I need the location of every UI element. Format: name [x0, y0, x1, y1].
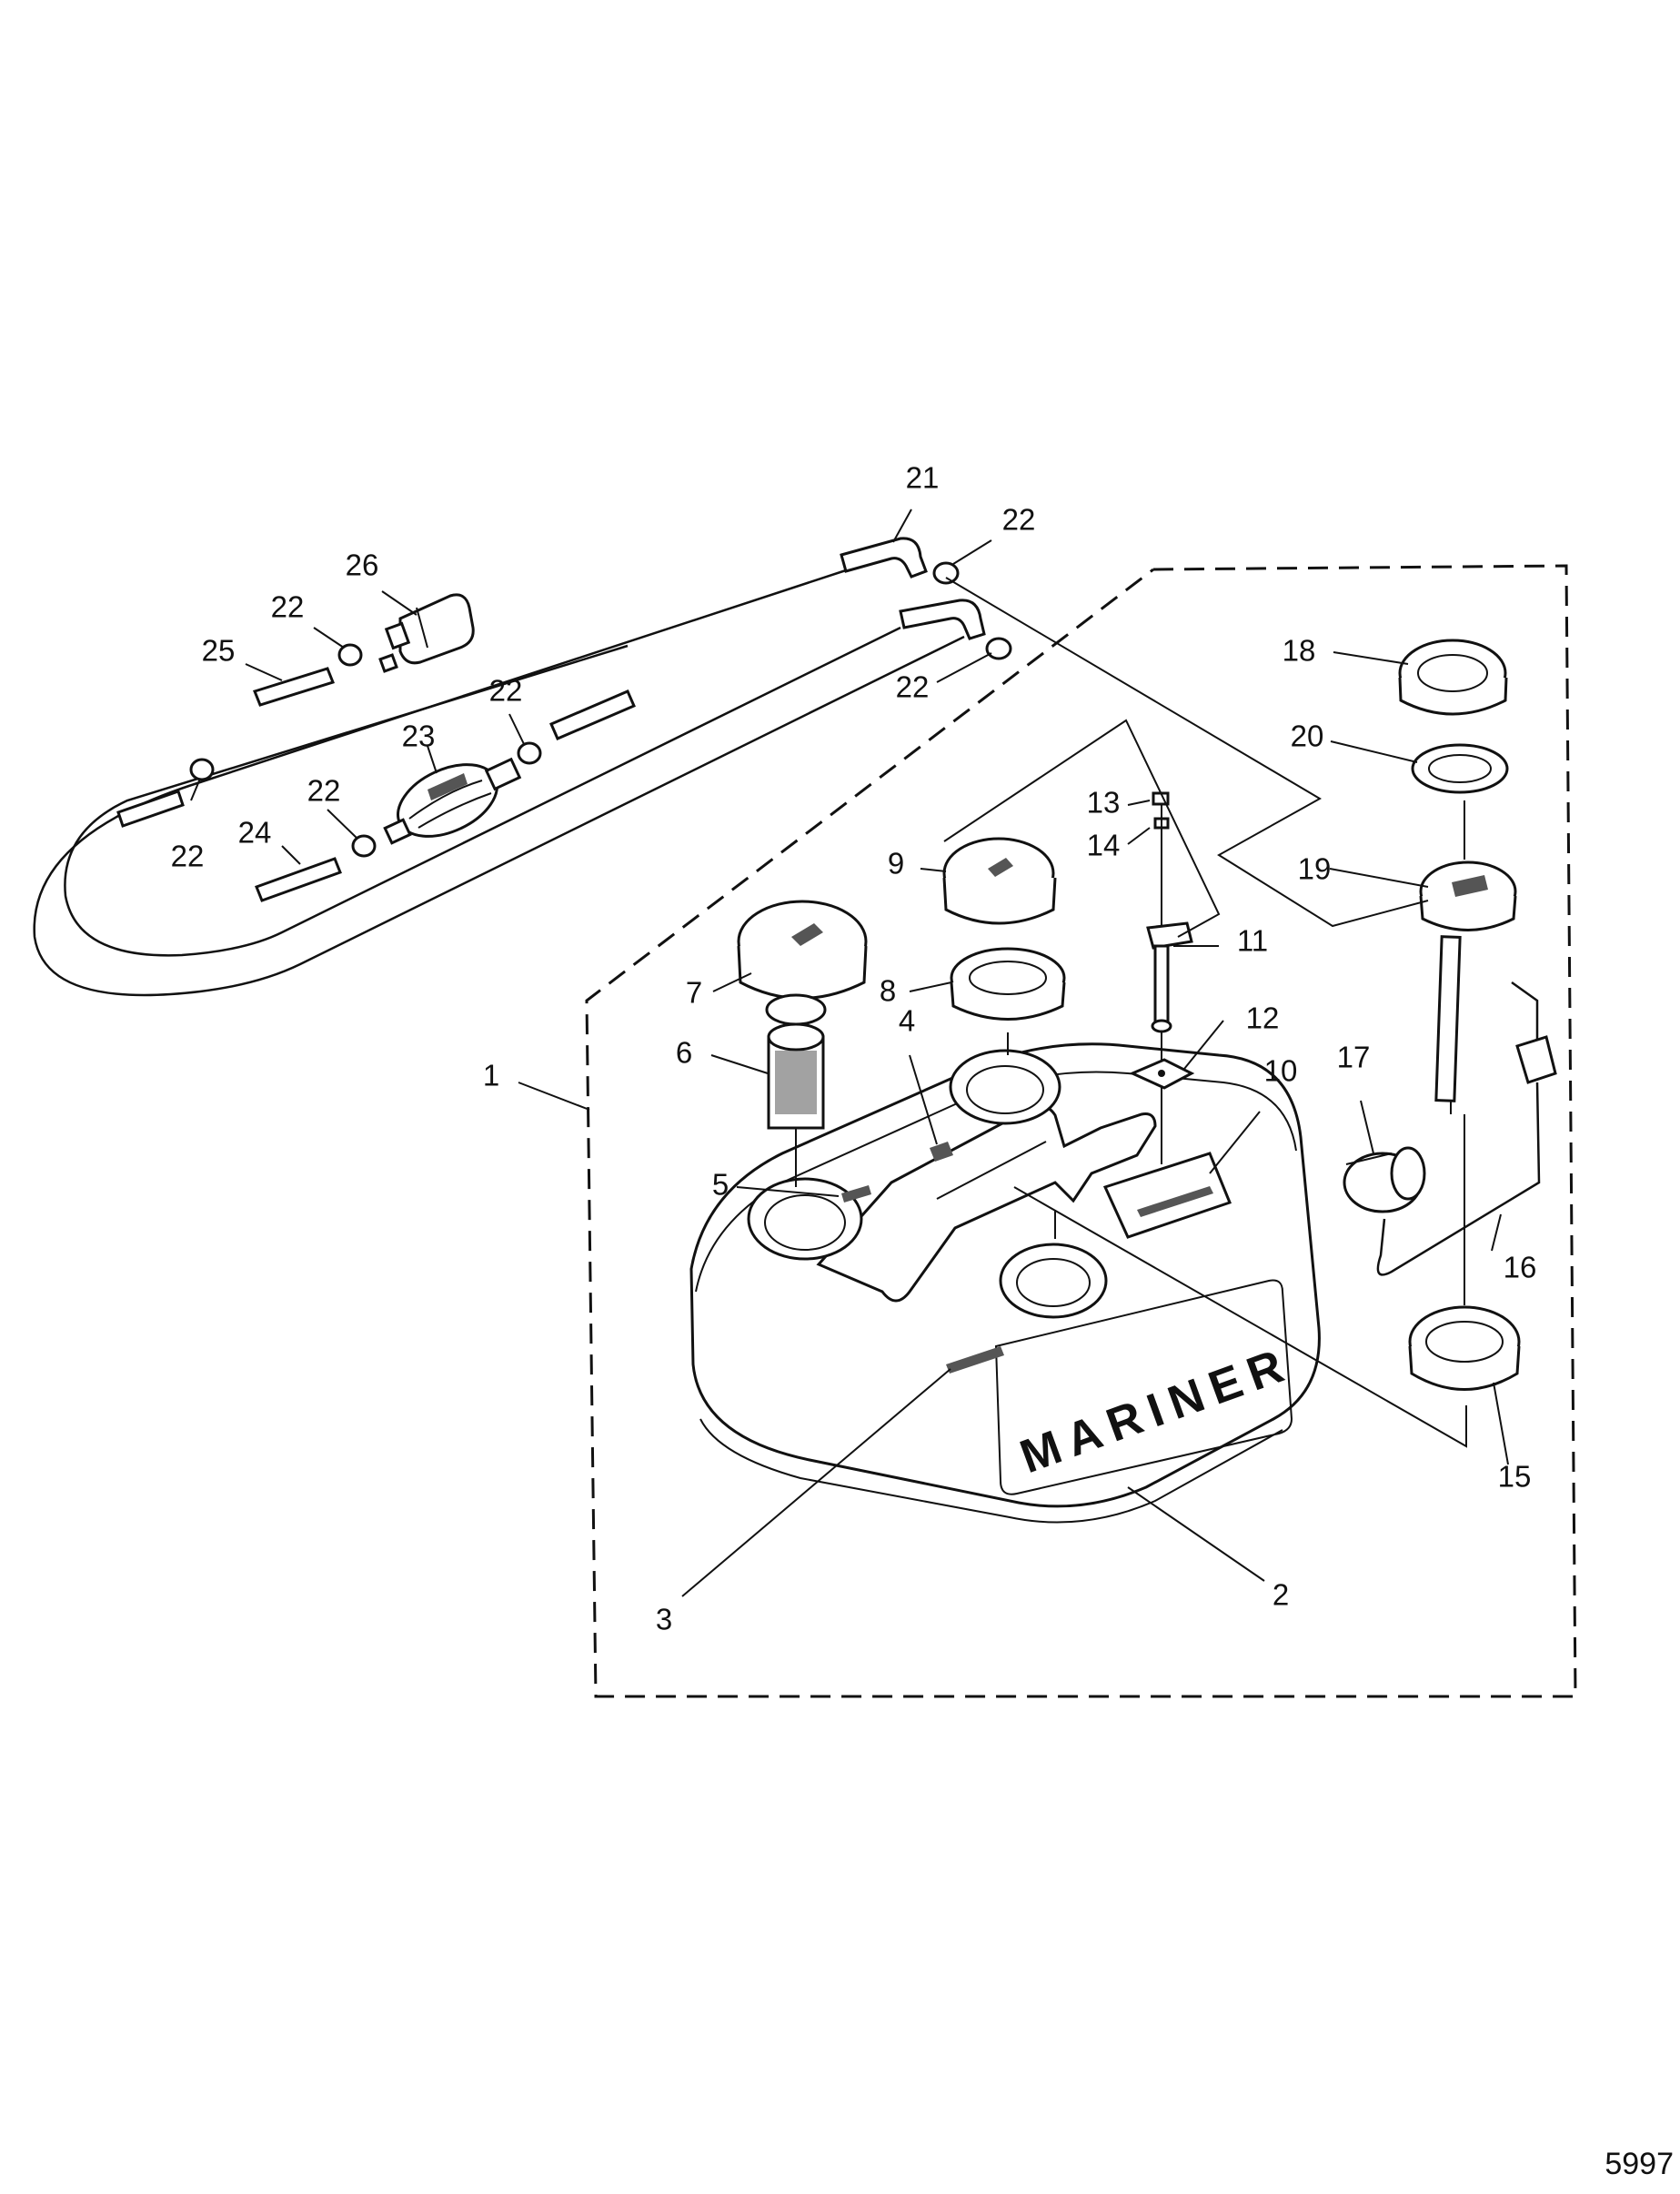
callout-8: 8: [880, 974, 896, 1008]
callout-6: 6: [676, 1036, 692, 1070]
callout-13: 13: [1087, 786, 1121, 820]
mariner-label-panel: [994, 1279, 1293, 1495]
callout-22: 22: [307, 774, 341, 808]
hose-clamp: [932, 561, 960, 585]
callout-20: 20: [1291, 720, 1324, 753]
fill-neck: [747, 1177, 863, 1261]
cap-neck: [949, 1049, 1061, 1125]
callout-4: 4: [899, 1004, 915, 1038]
callout-17: 17: [1337, 1041, 1371, 1074]
float-arm-16: [1376, 981, 1557, 1276]
routing-lines: [943, 577, 1467, 1448]
decal-3: [946, 1346, 1004, 1374]
fuel-line-assembly: [33, 537, 1012, 997]
callout-2: 2: [1273, 1578, 1289, 1612]
gasket-20: [1411, 743, 1509, 860]
callout-22: 22: [271, 590, 305, 624]
fuel-gauge-19: [1419, 860, 1517, 1114]
callout-12: 12: [1246, 1001, 1280, 1035]
fill-cap-7: [737, 900, 868, 1000]
vent-cap-9: [942, 837, 1057, 925]
fuel-connector-26: [378, 593, 475, 673]
decal-10: [1102, 1152, 1232, 1239]
callout-25: 25: [202, 634, 236, 668]
lock-ring-15: [1408, 1114, 1521, 1391]
hose-clamp: [351, 834, 377, 858]
figure-number: 5997: [1605, 2147, 1674, 2181]
elbow-hose-lower: [899, 599, 986, 640]
hose-section-25: [253, 667, 335, 707]
callout-11: 11: [1237, 924, 1268, 958]
gauge-nut-18: [1398, 639, 1508, 716]
elbow-hose-21: [840, 537, 928, 579]
hose-clamp: [985, 637, 1012, 660]
callout-15: 15: [1498, 1460, 1532, 1494]
callout-labels: 21 22 26 22 25 22 22 23 22 22 24 18 20 1…: [171, 461, 1537, 1636]
tank-assembly-outline: [585, 564, 1577, 1698]
hose-section-upper: [549, 689, 636, 740]
hose-clamp: [517, 741, 542, 765]
callout-1: 1: [483, 1059, 499, 1092]
decal-5: [841, 1185, 871, 1203]
float-17: [1343, 1146, 1426, 1213]
callout-10: 10: [1264, 1054, 1298, 1088]
decal-4: [930, 1142, 953, 1162]
callout-24: 24: [238, 816, 272, 850]
neck-ring-8: [950, 947, 1066, 1055]
callout-14: 14: [1087, 829, 1121, 862]
callout-5: 5: [712, 1168, 729, 1202]
hose-clamp: [189, 758, 215, 781]
callout-7: 7: [686, 976, 702, 1010]
primer-bulb-23: [383, 757, 522, 845]
callout-21: 21: [906, 461, 940, 495]
callout-26: 26: [346, 548, 379, 582]
callout-3: 3: [656, 1603, 672, 1636]
strainer-6: [765, 993, 827, 1187]
callout-23: 23: [402, 720, 436, 753]
hose-section-loop: [116, 790, 185, 828]
hose-section-24: [255, 857, 342, 902]
hose-clamp: [337, 643, 363, 667]
callout-22: 22: [489, 674, 523, 708]
callout-22: 22: [896, 670, 930, 704]
callout-22: 22: [171, 840, 205, 873]
leader-lines: [190, 508, 1509, 1597]
vent-valve-11: [1129, 791, 1195, 1137]
callout-16: 16: [1504, 1251, 1537, 1284]
callout-9: 9: [888, 847, 904, 881]
callout-19: 19: [1298, 852, 1332, 886]
callout-22: 22: [1002, 503, 1036, 537]
callout-18: 18: [1283, 634, 1316, 668]
